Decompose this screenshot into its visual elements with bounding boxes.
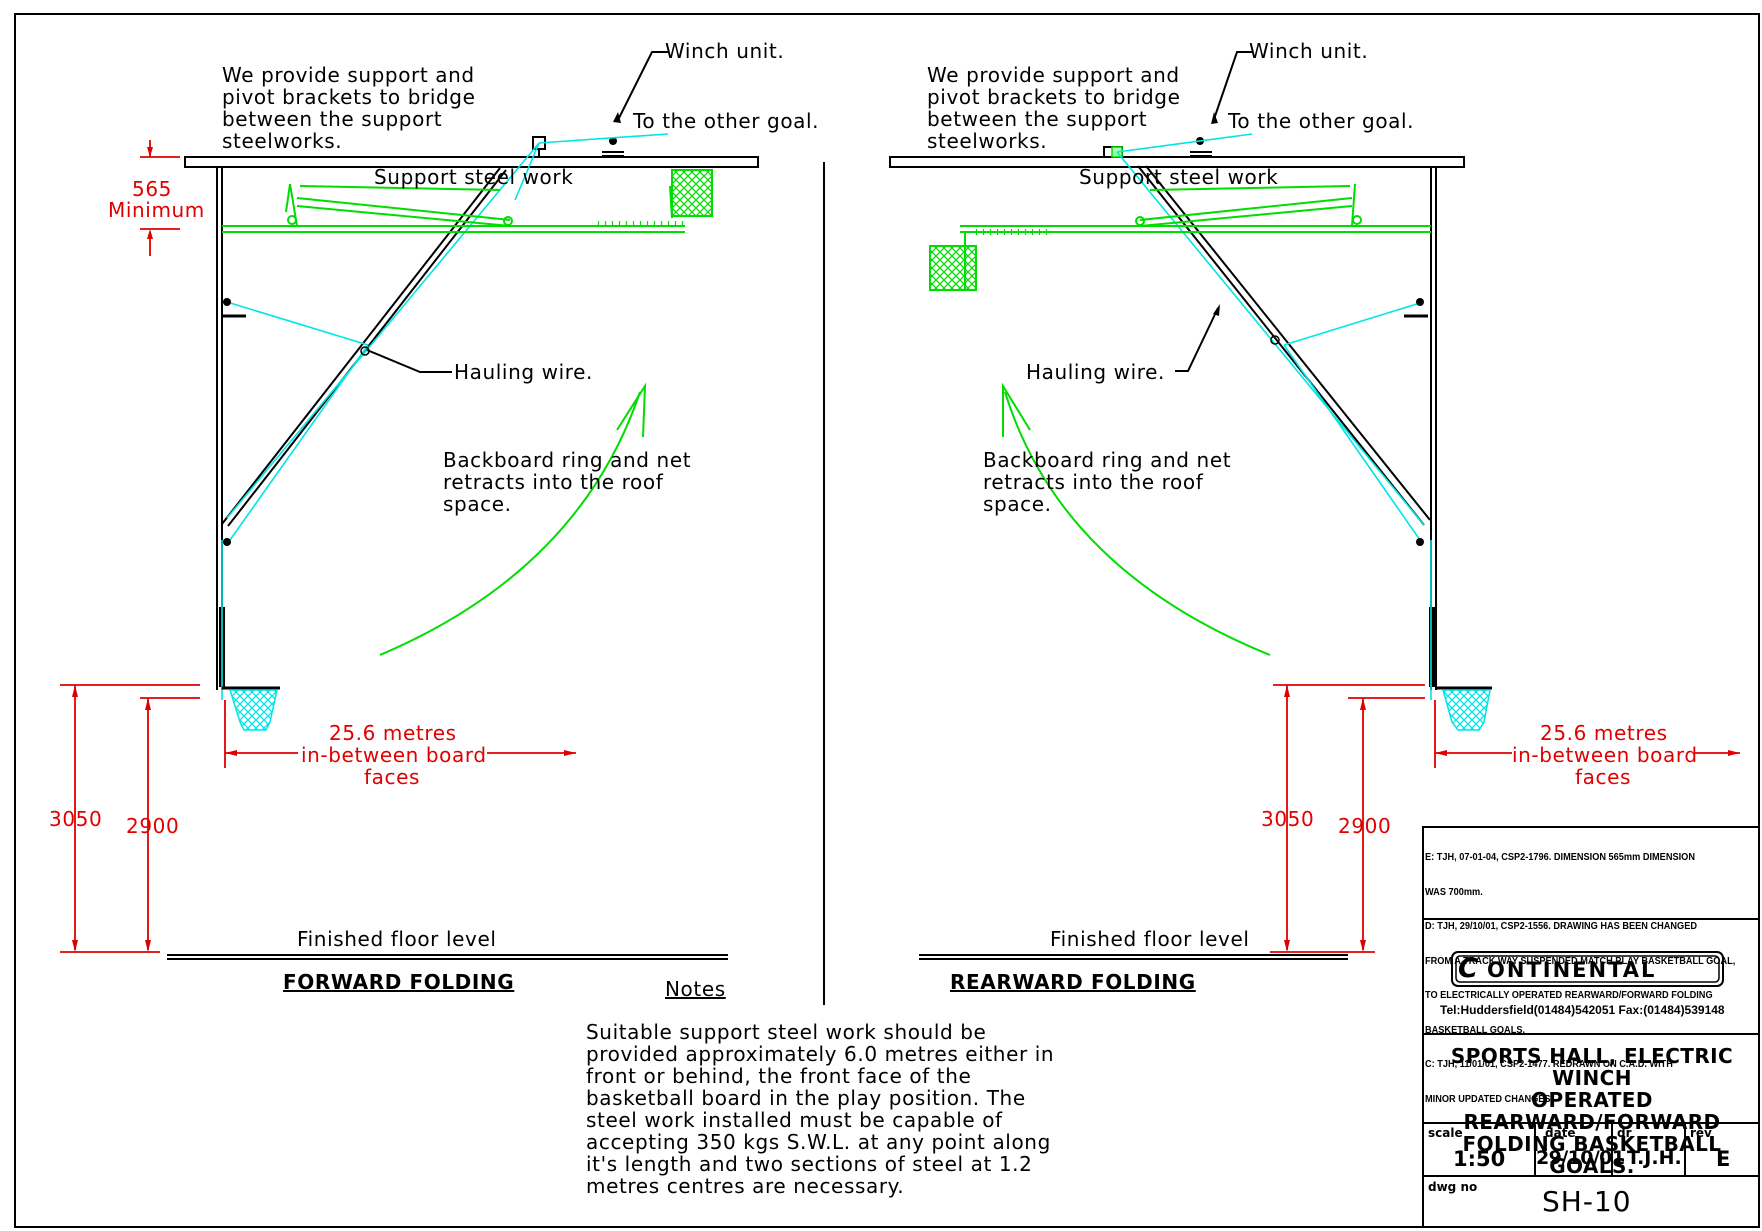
notes-line: metres centres are necessary.: [586, 1174, 905, 1198]
revision-line: E: TJH, 07-01-04, CSP2-1796. DIMENSION 5…: [1425, 852, 1695, 863]
drawing-title: SPORTS HALL, ELECTRIC WINCH OPERATED REA…: [1425, 1045, 1759, 1177]
winch-unit-left: [602, 137, 624, 157]
other-goal-label-left: To the other goal.: [633, 109, 820, 133]
folded-net-right: [929, 245, 977, 291]
rearward-folding-drawing: [889, 51, 1740, 960]
support-note-line: steelworks.: [927, 129, 1048, 153]
backboard-note-left: Backboard ring and net retracts into the…: [443, 449, 691, 515]
revision-history: E: TJH, 07-01-04, CSP2-1796. DIMENSION 5…: [1425, 829, 1736, 1117]
backboard-note-right: Backboard ring and net retracts into the…: [983, 449, 1231, 515]
notes-line: accepting 350 kgs S.W.L. at any point al…: [586, 1130, 1051, 1154]
backboard-note-line: retracts into the roof: [443, 470, 664, 494]
support-beam-right: [889, 156, 1465, 168]
notes-line: Suitable support steel work should be: [586, 1020, 987, 1044]
support-steel-label-right: Support steel work: [1079, 165, 1279, 189]
revision-line: BASKETBALL GOALS.: [1425, 1024, 1526, 1036]
dim-2900-left: 2900: [126, 814, 180, 838]
forward-folding-drawing: [60, 51, 759, 960]
scale-label: scale: [1428, 1126, 1463, 1140]
title-line: SPORTS HALL, ELECTRIC WINCH: [1450, 1044, 1734, 1090]
dimensions-left: [60, 140, 576, 953]
support-note-line: pivot brackets to bridge: [927, 85, 1181, 109]
dim-faces-left: faces: [364, 765, 421, 789]
support-note-line: steelworks.: [222, 129, 343, 153]
revision-line: FROM A TRACK WAY SUSPENDED MATCH PLAY BA…: [1425, 955, 1736, 967]
dim-minimum: Minimum: [108, 198, 205, 222]
dim-3050-left: 3050: [49, 807, 103, 831]
folded-backboard-left: [222, 183, 685, 233]
revision-label: rev: [1690, 1126, 1712, 1140]
company-contact: Tel:Huddersfield(01484)542051 Fax:(01484…: [1440, 1003, 1725, 1017]
notes-line: front or behind, the front face of the: [586, 1064, 972, 1088]
date-label: date: [1545, 1126, 1576, 1140]
support-note-left: We provide support and pivot brackets to…: [222, 64, 476, 152]
hauling-wire-label-right: Hauling wire.: [1026, 360, 1165, 384]
support-note-line: pivot brackets to bridge: [222, 85, 476, 109]
winch-unit-label-right: Winch unit.: [1249, 39, 1369, 63]
floor-level-left: Finished floor level: [297, 927, 497, 951]
backboard-note-line: Backboard ring and net: [983, 448, 1232, 472]
continental-logo: [1451, 951, 1724, 987]
dim-565: 565: [132, 177, 172, 201]
dwg-no-value: SH-10: [1542, 1185, 1632, 1218]
sheet-border: [14, 13, 1760, 1228]
notes-line: steel work installed must be capable of: [586, 1108, 1003, 1132]
notes-line: basketball board in the play position. T…: [586, 1086, 1026, 1110]
support-note-right: We provide support and pivot brackets to…: [927, 64, 1181, 152]
dim-2900-right: 2900: [1338, 814, 1392, 838]
revision-line: WAS 700mm.: [1425, 886, 1483, 898]
dim-faces-right: faces: [1575, 765, 1632, 789]
folded-backboard-right: [960, 183, 1431, 235]
revision-line: MINOR UPDATED CHANGES.: [1425, 1093, 1554, 1105]
revision-line: D: TJH, 29/10/01, CSP2-1556. DRAWING HAS…: [1425, 921, 1697, 932]
rearward-folding-title: REARWARD FOLDING: [950, 970, 1196, 994]
dim-in-between-right: in-between board: [1512, 743, 1698, 767]
notes-heading: Notes: [665, 977, 726, 1001]
revision-line: TO ELECTRICALLY OPERATED REARWARD/FORWAR…: [1425, 990, 1713, 1001]
hauling-wire-label-left: Hauling wire.: [454, 360, 593, 384]
title-block-frame: [1422, 826, 1760, 1228]
support-note-line: between the support: [927, 107, 1148, 131]
winch-unit-label-left: Winch unit.: [665, 39, 785, 63]
revision-line: C: TJH, 11/01/01, CSP2-1477. REDRAWN ON …: [1425, 1059, 1673, 1070]
other-goal-label-right: To the other goal.: [1228, 109, 1415, 133]
dwg-no-label: dwg no: [1428, 1180, 1478, 1194]
date-value: 29/10/01: [1536, 1147, 1625, 1169]
support-note-line: We provide support and: [927, 63, 1180, 87]
backboard-note-line: Backboard ring and net: [443, 448, 692, 472]
hoop-left: [222, 686, 280, 731]
folded-net-left: [671, 169, 713, 217]
winch-unit-right: [1190, 137, 1212, 157]
dim-25-6-left: 25.6 metres: [329, 721, 457, 745]
dim-in-between-left: in-between board: [301, 743, 487, 767]
notes-line: provided approximately 6.0 metres either…: [586, 1042, 1055, 1066]
company-logo-initial: C: [1458, 953, 1478, 984]
scale-value: 1:50: [1453, 1147, 1506, 1171]
support-steel-label-left: Support steel work: [374, 165, 574, 189]
drawn-by-value: T.J.H.: [1627, 1147, 1682, 1169]
support-note-line: We provide support and: [222, 63, 475, 87]
drawn-by-label: dr: [1617, 1126, 1632, 1140]
backboard-note-line: retracts into the roof: [983, 470, 1204, 494]
notes-line: it's length and two sections of steel at…: [586, 1152, 1033, 1176]
support-note-line: between the support: [222, 107, 443, 131]
notes-body: Suitable support steel work should be pr…: [586, 1021, 1054, 1197]
dim-25-6-right: 25.6 metres: [1540, 721, 1668, 745]
hoop-right: [1436, 686, 1492, 731]
backboard-note-line: space.: [983, 492, 1052, 516]
title-line: OPERATED REARWARD/FORWARD: [1463, 1088, 1721, 1134]
forward-folding-title: FORWARD FOLDING: [283, 970, 515, 994]
title-line: FOLDING BASKETBALL GOALS.: [1462, 1132, 1722, 1178]
company-name: ONTINENTAL: [1487, 958, 1657, 982]
backboard-note-line: space.: [443, 492, 512, 516]
dim-3050-right: 3050: [1261, 807, 1315, 831]
floor-level-right: Finished floor level: [1050, 927, 1250, 951]
revision-value: E: [1716, 1147, 1731, 1171]
support-beam-left: [184, 156, 759, 168]
